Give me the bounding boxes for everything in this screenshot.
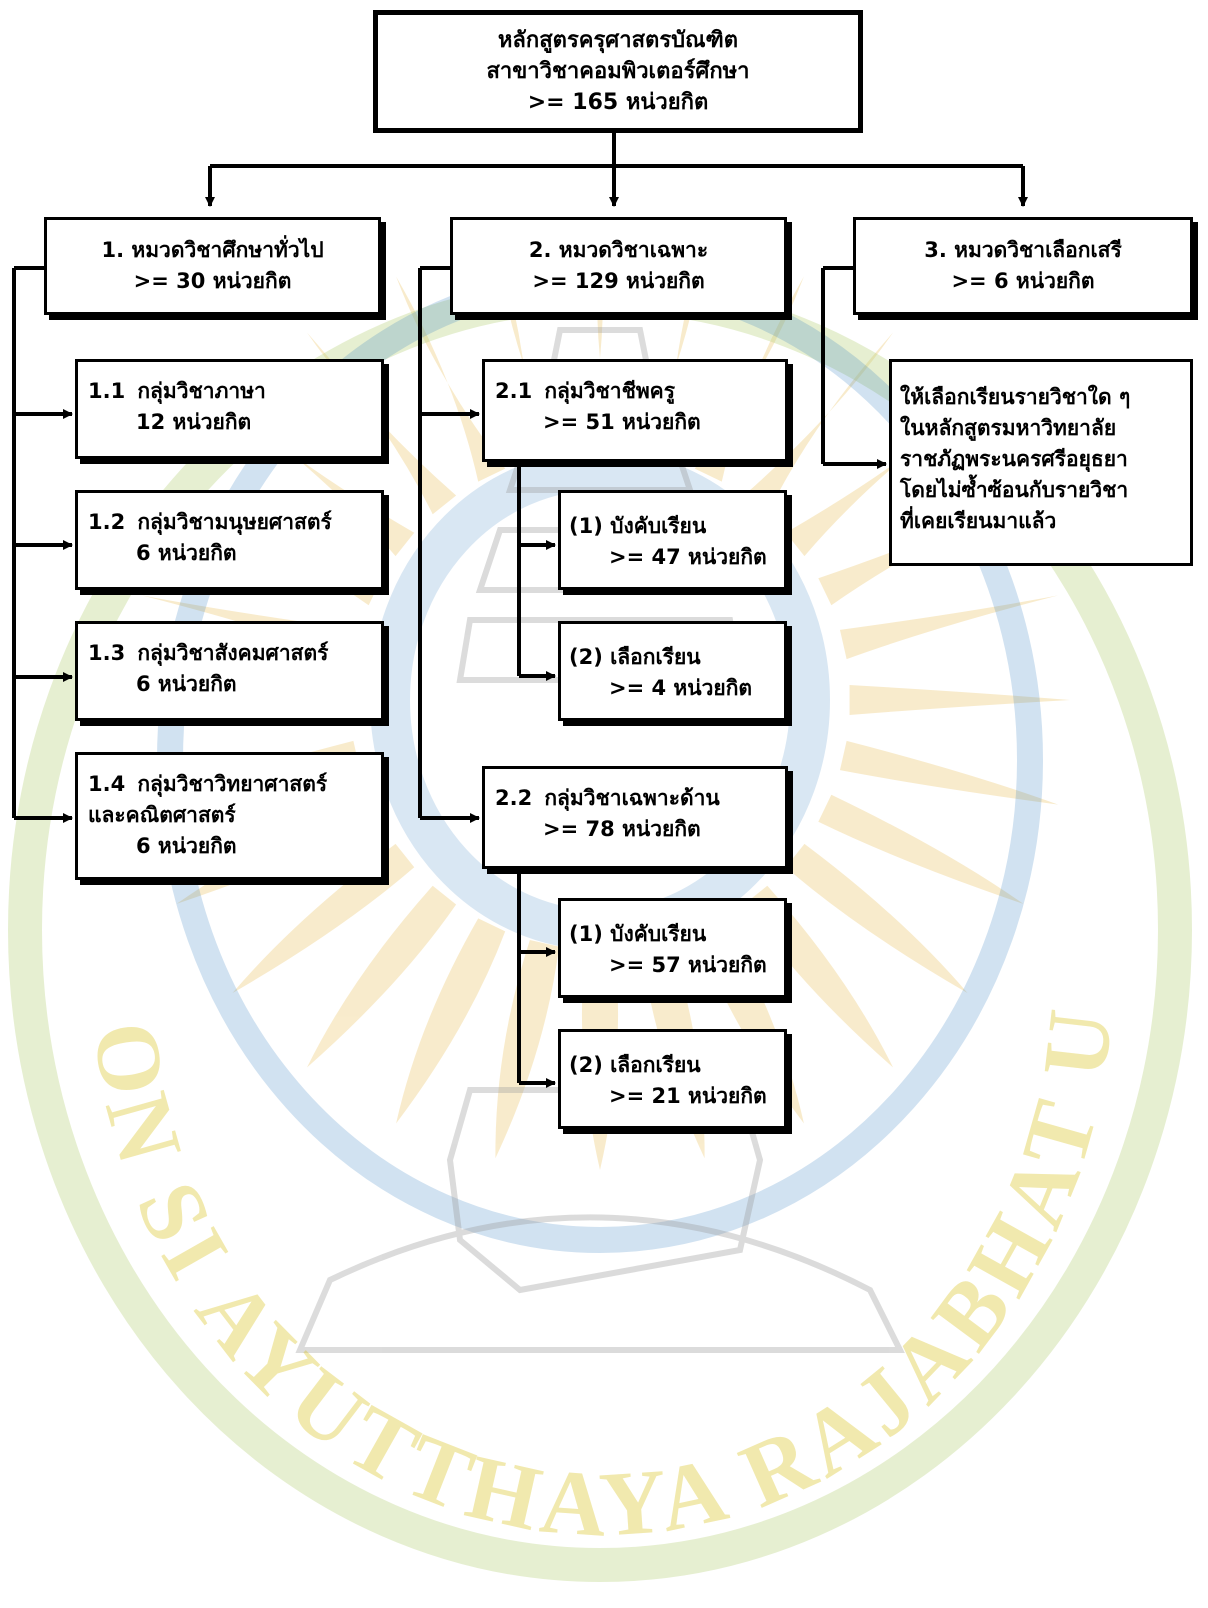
sub-label: (1) บังคับเรียน [569, 922, 707, 946]
group-name: กลุ่มวิชามนุษยศาสตร์ [137, 510, 332, 534]
group-name-continued: และคณิตศาสตร์ [88, 803, 236, 827]
category-title: 1. หมวดวิชาศึกษาทั่วไป [101, 238, 324, 262]
note-line-2: ในหลักสูตรมหาวิทยาลัย [900, 416, 1117, 440]
root-box: หลักสูตรครุศาสตรบัณฑิต สาขาวิชาคอมพิวเตอ… [373, 10, 863, 133]
group-credits: 12 หน่วยกิต [136, 410, 252, 434]
sub-credits: >= 4 หน่วยกิต [609, 676, 753, 700]
seal-ray [232, 843, 415, 994]
group-number: 1.2 [88, 510, 126, 534]
group-credits: >= 51 หน่วยกิต [543, 410, 701, 434]
sub-label: (1) บังคับเรียน [569, 514, 707, 538]
group-name: กลุ่มวิชาภาษา [137, 379, 266, 403]
category-free-box: 3. หมวดวิชาเลือกเสรี >= 6 หน่วยกิต [853, 217, 1193, 315]
note-line-5: ที่เคยเรียนมาแล้ว [900, 509, 1057, 533]
group-credits: 6 หน่วยกิต [136, 541, 237, 565]
specific-group-2.2: 2.2 กลุ่มวิชาเฉพาะด้าน >= 78 หน่วยกิต [482, 766, 788, 869]
group-credits: 6 หน่วยกิต [136, 834, 237, 858]
group-number: 2.1 [495, 379, 533, 403]
note-line-3: ราชภัฏพระนครศรีอยุธยา [900, 447, 1128, 471]
group-name: กลุ่มวิชาเฉพาะด้าน [544, 786, 720, 810]
seal-ray [585, 230, 615, 451]
group-number: 2.2 [495, 786, 533, 810]
sub-label: (2) เลือกเรียน [569, 1053, 701, 1077]
group-credits: 6 หน่วยกิต [136, 672, 237, 696]
note-line-1: ให้เลือกเรียนรายวิชาใด ๆ [900, 385, 1131, 409]
sub-credits: >= 21 หน่วยกิต [609, 1084, 767, 1108]
category-specific-box: 2. หมวดวิชาเฉพาะ >= 129 หน่วยกิต [450, 217, 787, 315]
sub-credits: >= 57 หน่วยกิต [609, 953, 767, 977]
seal-ray [818, 496, 1024, 606]
sub-credits: >= 47 หน่วยกิต [609, 545, 767, 569]
seal-ray [818, 794, 1024, 904]
general-group-1.4: 1.4 กลุ่มวิชาวิทยาศาสตร์ และคณิตศาสตร์ 6… [75, 752, 384, 880]
seal-ray [396, 918, 506, 1124]
category-credits: >= 129 หน่วยกิต [532, 269, 705, 293]
category-credits: >= 30 หน่วยกิต [133, 269, 292, 293]
seal-ray [495, 939, 560, 1159]
seal-ray [743, 332, 894, 515]
group-number: 1.3 [88, 641, 126, 665]
category-title: 2. หมวดวิชาเฉพาะ [528, 238, 709, 262]
specific-group-2.1: 2.1 กลุ่มวิชาชีพครู >= 51 หน่วยกิต [482, 359, 788, 462]
root-line-2: สาขาวิชาคอมพิวเตอร์ศึกษา [486, 59, 750, 84]
root-line-1: หลักสูตรครุศาสตรบัณฑิต [497, 28, 739, 53]
sub-label: (2) เลือกเรียน [569, 645, 701, 669]
specific-2.2-sub-2: (2) เลือกเรียน >= 21 หน่วยกิต [558, 1029, 787, 1129]
free-elective-note: ให้เลือกเรียนรายวิชาใด ๆ ในหลักสูตรมหาวิ… [889, 359, 1193, 566]
specific-2.1-sub-1: (1) บังคับเรียน >= 47 หน่วยกิต [558, 490, 787, 590]
general-group-1.2: 1.2 กลุ่มวิชามนุษยศาสตร์ 6 หน่วยกิต [75, 490, 384, 590]
general-group-1.1: 1.1 กลุ่มวิชาภาษา 12 หน่วยกิต [75, 359, 384, 459]
note-line-4: โดยไม่ซ้ำซ้อนกับรายวิชา [900, 478, 1129, 502]
specific-2.2-sub-1: (1) บังคับเรียน >= 57 หน่วยกิต [558, 898, 787, 998]
specific-2.1-sub-2: (2) เลือกเรียน >= 4 หน่วยกิต [558, 621, 787, 721]
seal-ray [306, 885, 457, 1068]
group-name: กลุ่มวิชาสังคมศาสตร์ [137, 641, 329, 665]
group-name: กลุ่มวิชาวิทยาศาสตร์ [137, 772, 328, 796]
category-general-box: 1. หมวดวิชาศึกษาทั่วไป >= 30 หน่วยกิต [44, 217, 381, 315]
seal-ray [785, 406, 968, 557]
group-number: 1.4 [88, 772, 126, 796]
seal-ray [849, 685, 1070, 715]
seal-ray [839, 740, 1059, 805]
category-credits: >= 6 หน่วยกิต [951, 269, 1095, 293]
group-name: กลุ่มวิชาชีพครู [544, 379, 675, 403]
group-number: 1.1 [88, 379, 126, 403]
group-credits: >= 78 หน่วยกิต [543, 817, 701, 841]
seal-ray [785, 843, 968, 994]
root-line-3: >= 165 หน่วยกิต [527, 90, 709, 115]
general-group-1.3: 1.3 กลุ่มวิชาสังคมศาสตร์ 6 หน่วยกิต [75, 621, 384, 721]
category-title: 3. หมวดวิชาเลือกเสรี [924, 238, 1122, 262]
seal-ray [839, 595, 1059, 660]
